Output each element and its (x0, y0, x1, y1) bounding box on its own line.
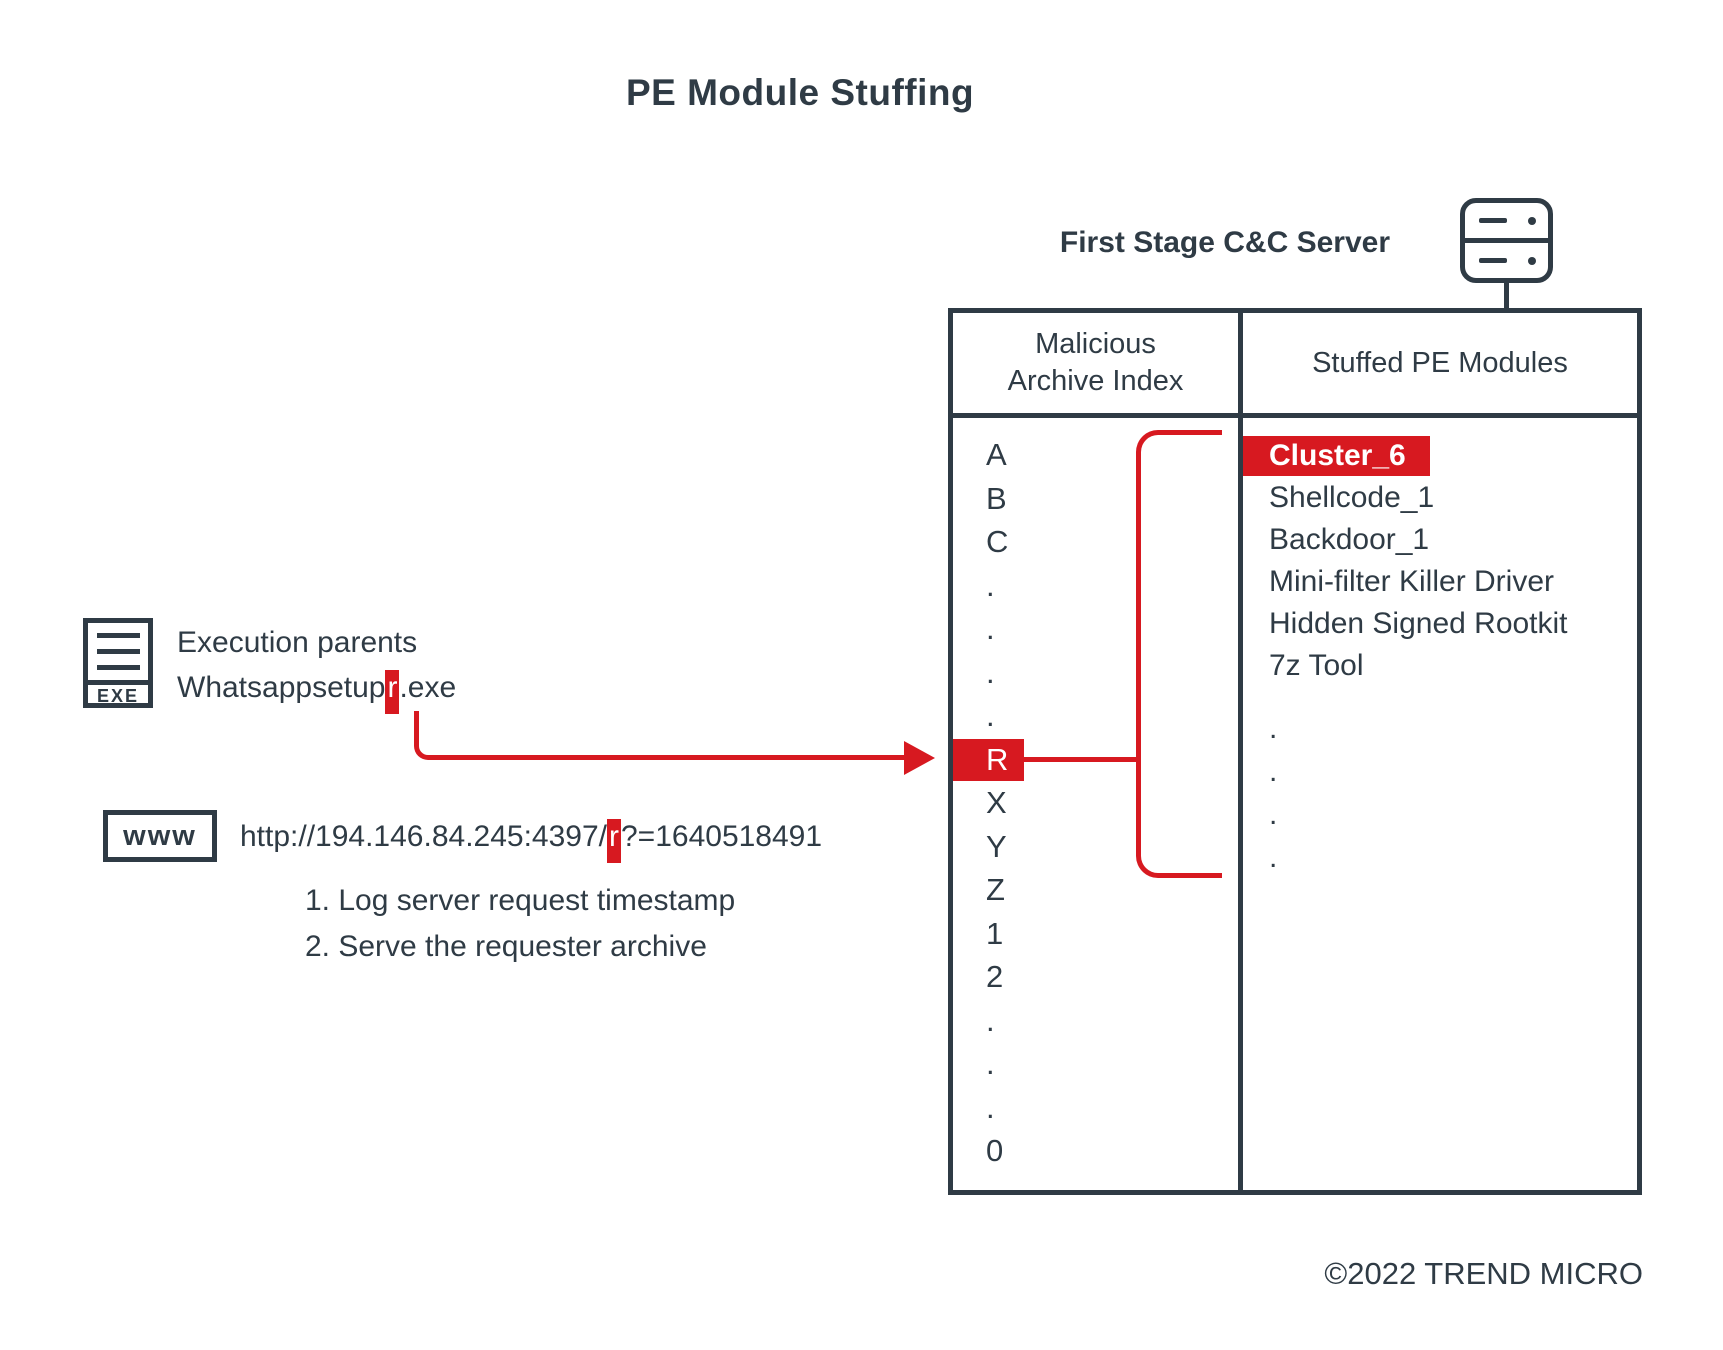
server-connector-line (1504, 281, 1509, 310)
pe-module-item: . (1243, 750, 1637, 793)
archive-index-item: 0 (953, 1129, 1238, 1173)
filename-prefix: Whatsappsetup (177, 671, 386, 704)
archive-index-label: . (986, 1046, 995, 1081)
pe-module-item: 7z Tool (1243, 645, 1637, 687)
archive-index-item: . (953, 607, 1238, 651)
filename-highlighted-char: r (385, 670, 400, 714)
archive-index-item: Y (953, 825, 1238, 869)
cluster-bracket (1136, 430, 1222, 878)
archive-index-item: Z (953, 868, 1238, 912)
archive-index-label: C (986, 524, 1009, 559)
archive-index-item: . (953, 651, 1238, 695)
archive-index-label: . (986, 698, 995, 733)
pe-module-label: 7z Tool (1269, 649, 1364, 682)
pe-module-item: . (1243, 793, 1637, 836)
archive-index-label: X (986, 785, 1007, 820)
exe-file-icon: EXE (83, 618, 153, 708)
pe-module-label: Shellcode_1 (1269, 481, 1435, 514)
execution-parent-filename: Whatsappsetupr.exe (177, 665, 457, 714)
pe-module-label: . (1269, 755, 1278, 788)
archive-index-label: . (986, 1002, 995, 1038)
pe-module-label: Cluster_6 (1243, 436, 1430, 476)
arrow-head (904, 741, 935, 775)
archive-index-label: 0 (986, 1133, 1004, 1168)
exe-icon-line (96, 665, 140, 670)
pe-module-item: Backdoor_1 (1243, 519, 1637, 561)
archive-index-label: . (986, 1089, 995, 1125)
archive-index-label: 1 (986, 915, 1004, 951)
archive-index-item: X (953, 781, 1238, 825)
pe-module-item: Cluster_6 (1243, 435, 1637, 477)
www-icon: www (103, 810, 217, 862)
pe-module-label: Backdoor_1 (1269, 523, 1430, 556)
request-url: http://194.146.84.245:4397/r?=1640518491 (240, 819, 823, 863)
cc-server-label: First Stage C&C Server (1059, 226, 1390, 259)
archive-index-item: . (953, 1042, 1238, 1086)
archive-index-label: B (986, 480, 1007, 516)
server-dash (1479, 218, 1507, 223)
archive-index-item: . (953, 1086, 1238, 1130)
archive-index-label: Y (986, 828, 1007, 864)
archive-index-item: 1 (953, 912, 1238, 956)
archive-table: Malicious Archive Index Stuffed PE Modul… (948, 308, 1642, 1195)
copyright-text: ©2022 TREND MICRO (1324, 1256, 1643, 1291)
table-header-row: Malicious Archive Index Stuffed PE Modul… (953, 313, 1637, 418)
server-icon-row (1465, 203, 1548, 243)
archive-index-label: . (986, 654, 995, 690)
server-dash (1479, 258, 1507, 263)
pe-module-item: Shellcode_1 (1243, 477, 1637, 519)
column-header-stuffed-pe-modules: Stuffed PE Modules (1312, 346, 1568, 379)
server-led-dot (1528, 256, 1536, 265)
url-prefix: http://194.146.84.245:4397/ (240, 820, 607, 853)
diagram-title: PE Module Stuffing (625, 72, 975, 113)
exe-icon-line (96, 633, 140, 638)
column-header-malicious-archive-index: Malicious Archive Index (953, 313, 1238, 413)
archive-index-item: . (953, 999, 1238, 1043)
pe-module-item: Mini-filter Killer Driver (1243, 561, 1637, 603)
pe-module-item: . (1243, 836, 1637, 879)
column-divider (1238, 313, 1243, 1190)
archive-index-label: A (986, 437, 1007, 472)
archive-index-list: A B C . . . (953, 433, 1238, 1173)
server-icon-row (1465, 243, 1548, 278)
url-suffix: ?=1640518491 (621, 820, 823, 853)
pe-module-label: . (1269, 712, 1278, 745)
archive-index-label: . (986, 611, 995, 646)
pe-module-label: . (1269, 841, 1278, 874)
header-line: Archive Index (1007, 365, 1184, 397)
pe-module-label: Mini-filter Killer Driver (1269, 565, 1555, 598)
filename-suffix: .exe (399, 671, 457, 704)
pe-module-label: . (1269, 798, 1278, 831)
exe-icon-label: EXE (88, 680, 148, 710)
archive-index-item: A (953, 433, 1238, 477)
archive-index-item: B (953, 477, 1238, 521)
archive-index-label: . (986, 567, 995, 603)
exe-to-index-arrow-line (414, 711, 906, 760)
server-led-dot (1528, 216, 1536, 225)
archive-index-label: R (953, 738, 1024, 781)
url-highlighted-char: r (607, 819, 621, 863)
pe-module-item: Hidden Signed Rootkit (1243, 603, 1637, 645)
archive-index-item: R (953, 738, 1238, 782)
execution-parents-label: Execution parents (177, 626, 418, 659)
r-to-bracket-line (1018, 757, 1136, 762)
pe-module-item: . (1243, 707, 1637, 750)
server-step-1: 1. Log server request timestamp (305, 884, 736, 917)
archive-index-item: 2 (953, 955, 1238, 999)
header-line: Malicious (1035, 328, 1156, 360)
execution-parents-block: Execution parents Whatsappsetupr.exe (177, 620, 457, 714)
pe-module-label: Hidden Signed Rootkit (1269, 607, 1568, 640)
archive-index-label: Z (986, 872, 1005, 907)
pe-modules-list: Cluster_6 Shellcode_1 Backdoor_1 Mini-fi… (1243, 435, 1637, 879)
archive-index-item: C (953, 520, 1238, 564)
server-icon (1460, 198, 1553, 283)
exe-icon-line (96, 649, 140, 654)
archive-index-item: . (953, 564, 1238, 608)
server-step-2: 2. Serve the requester archive (305, 930, 707, 963)
archive-index-item: . (953, 694, 1238, 738)
www-icon-label: www (123, 819, 197, 852)
archive-index-label: 2 (986, 959, 1004, 994)
server-steps-list: 1. Log server request timestamp 2. Serve… (305, 878, 735, 970)
